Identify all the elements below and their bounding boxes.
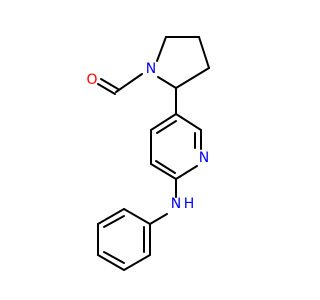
bond-pyridine-c4-to-c3: [150, 113, 177, 131]
bond-carbonyl-double-inner: [97, 83, 116, 95]
bond-pyridine-c6-c5-inner: [155, 160, 176, 174]
bond-amine-to-phenyl: [149, 213, 168, 225]
bond-ring-c3-to-c4: [198, 36, 210, 69]
bond-ring-c4-to-c5: [175, 67, 210, 89]
bond-phenyl-c3-c4-inner: [103, 251, 125, 264]
amine-nitrogen-label: N: [171, 196, 181, 212]
bond-pyridine-c6-to-c5: [150, 163, 177, 180]
bond-phenyl-c2-to-c3: [123, 254, 151, 271]
pyrrolidine-nitrogen-label: N: [146, 61, 156, 77]
bond-ring-nitrogen-to-c2: [156, 36, 167, 62]
bond-phenyl-c5-to-c6: [97, 208, 125, 225]
pyridine-nitrogen-label: N: [199, 150, 209, 166]
bond-phenyl-c3-to-c4: [97, 254, 125, 271]
bond-pyridine-c4-c3-inner: [156, 120, 177, 134]
bond-carbonyl-double-outer: [100, 78, 119, 90]
structure-svg: O N N N H: [86, 36, 210, 271]
bond-ring-c5-to-nitrogen: [157, 76, 177, 89]
amine-hydrogen-label: H: [184, 196, 195, 212]
bond-pyridine-n1-to-c6: [175, 165, 198, 180]
bond-phenyl-c5-c6-inner: [103, 215, 125, 228]
molecule-diagram: O N N N H: [86, 36, 210, 271]
bond-pyridine-c3-to-c2: [175, 113, 202, 131]
bond-phenyl-c6-to-c1: [123, 208, 151, 225]
bond-formyl-carbon-to-nitrogen: [115, 73, 143, 93]
oxygen-atom-label: O: [86, 72, 97, 88]
